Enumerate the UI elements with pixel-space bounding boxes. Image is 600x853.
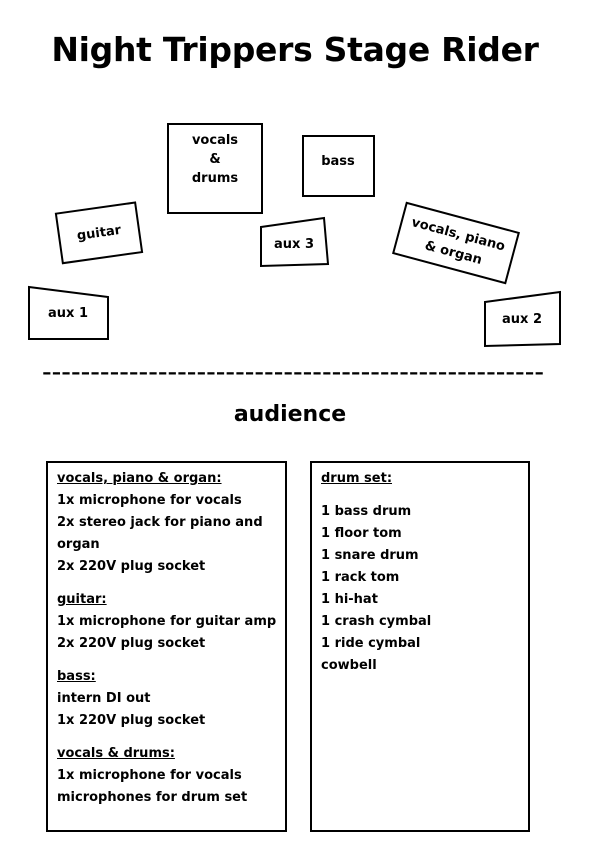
list-item: 1x microphone for guitar amp xyxy=(57,614,277,629)
stage-box-vocals-drums: vocals & drums xyxy=(167,123,263,214)
section-heading: drum set: xyxy=(321,471,393,486)
list-item: 1 crash cymbal xyxy=(321,614,432,629)
list-item: 1 bass drum xyxy=(321,504,412,519)
stage-box-label: & xyxy=(209,152,220,167)
stage-box-label: aux 2 xyxy=(502,312,542,327)
list-item: 2x 220V plug socket xyxy=(57,559,206,574)
stage-box-label: aux 3 xyxy=(274,237,314,252)
requirements-section-vocals-drums: vocals & drums: 1x microphone for vocals… xyxy=(57,743,285,809)
list-item: 1 floor tom xyxy=(321,526,402,541)
list-item: 1x microphone for vocals xyxy=(57,493,242,508)
section-heading: vocals & drums: xyxy=(57,746,175,761)
section-heading: vocals, piano & organ: xyxy=(57,471,222,486)
list-item: 2x 220V plug socket xyxy=(57,636,206,651)
list-item: 1 ride cymbal xyxy=(321,636,421,651)
stage-box-label: drums xyxy=(192,171,239,186)
stage-plot: vocals & drums bass guitar aux 3 vocals,… xyxy=(28,123,561,382)
stage-box-aux2: aux 2 xyxy=(484,290,561,348)
list-item: cowbell xyxy=(321,658,377,673)
audience-label: audience xyxy=(233,402,347,427)
drum-set-list: 1 bass drum 1 floor tom 1 snare drum 1 r… xyxy=(321,501,528,677)
list-item: 1 rack tom xyxy=(321,570,400,585)
stage-box-bass: bass xyxy=(302,135,375,197)
stage-box-label: bass xyxy=(321,154,355,169)
stage-edge-divider: ----------------------------------------… xyxy=(42,363,544,382)
stage-box-label: guitar xyxy=(76,223,123,244)
stage-box-label: vocals xyxy=(192,133,238,148)
stage-box-vocals-piano-organ: vocals, piano & organ xyxy=(392,201,520,285)
instrument-requirements-box: vocals, piano & organ: 1x microphone for… xyxy=(46,461,287,832)
stage-box-guitar: guitar xyxy=(54,201,144,265)
list-item: organ xyxy=(57,537,100,552)
stage-box-label: aux 1 xyxy=(48,306,88,321)
drum-set-box: drum set: 1 bass drum 1 floor tom 1 snar… xyxy=(310,461,530,832)
list-item: microphones for drum set xyxy=(57,790,248,805)
stage-box-aux1: aux 1 xyxy=(28,285,109,340)
list-item: 1 snare drum xyxy=(321,548,419,563)
page-title: Night Trippers Stage Rider xyxy=(51,30,539,69)
list-item: 1 hi-hat xyxy=(321,592,378,607)
list-item: 2x stereo jack for piano and xyxy=(57,515,263,530)
section-heading: guitar: xyxy=(57,592,107,607)
list-item: intern DI out xyxy=(57,691,151,706)
list-item: 1x microphone for vocals xyxy=(57,768,242,783)
requirements-section-bass: bass: intern DI out 1x 220V plug socket xyxy=(57,666,285,732)
list-item: 1x 220V plug socket xyxy=(57,713,206,728)
section-heading: bass: xyxy=(57,669,96,684)
requirements-section-vocals-piano-organ: vocals, piano & organ: 1x microphone for… xyxy=(57,468,285,578)
requirements-section-guitar: guitar: 1x microphone for guitar amp 2x … xyxy=(57,589,285,655)
stage-box-aux3: aux 3 xyxy=(260,216,330,268)
